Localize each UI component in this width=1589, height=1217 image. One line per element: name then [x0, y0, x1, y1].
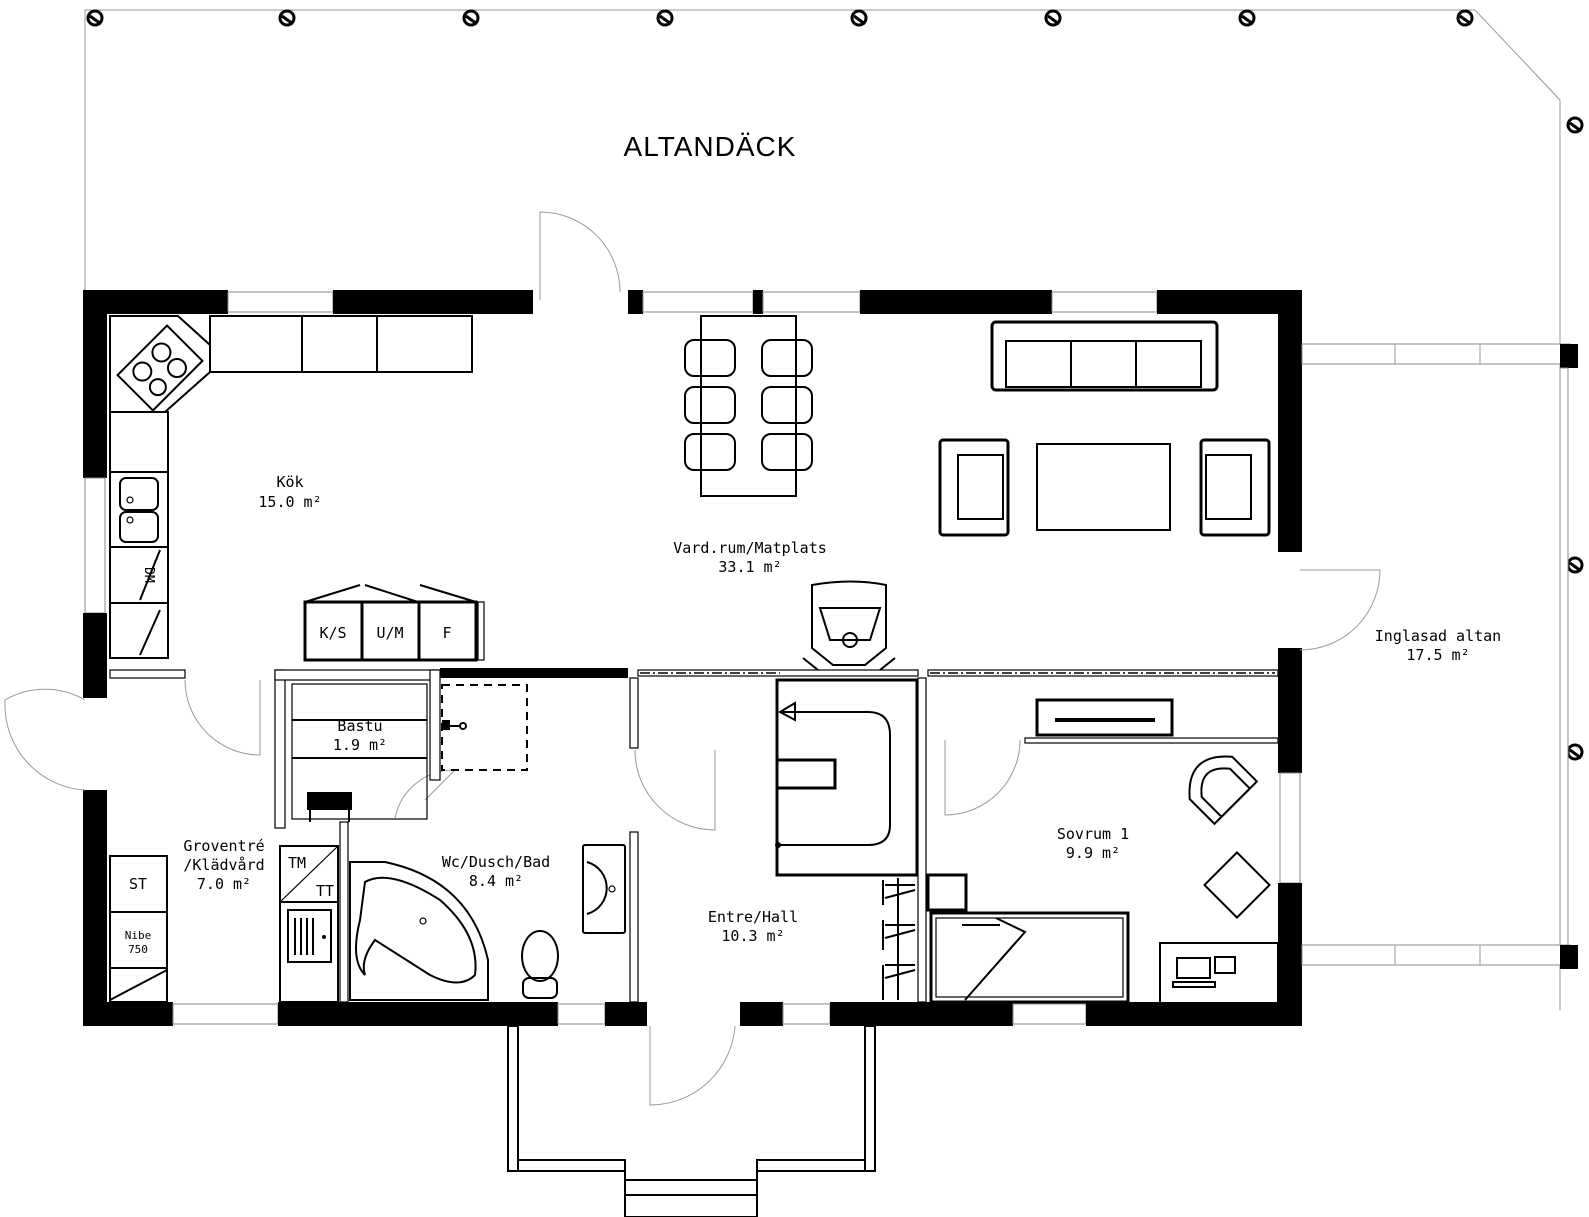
room-area-vardrum: 33.1 m² [718, 558, 781, 576]
room-name-entre: Entre/Hall [708, 908, 798, 926]
dresser-icon [1035, 698, 1174, 737]
room-area-kok: 15.0 m² [258, 493, 321, 511]
kitchen-fixtures: DM K/S U/M F [109, 315, 485, 662]
wardrobe-icon [882, 878, 916, 1000]
room-name2-groventre: /Klädvård [183, 856, 264, 874]
post-icon [1238, 9, 1256, 27]
room-name-altan: Inglasad altan [1375, 627, 1501, 645]
stairs-icon [775, 678, 919, 877]
post-icon [462, 9, 480, 27]
bathroom-fixtures [349, 844, 626, 1001]
drying-cabinet-icon [287, 909, 332, 963]
room-area-groventre: 7.0 m² [197, 875, 251, 893]
ks-label: K/S [319, 624, 346, 642]
dining-table [684, 315, 813, 497]
tt-label: TT [316, 882, 334, 900]
deck-label: ALTANDÄCK [624, 131, 797, 162]
room-name-wc: Wc/Dusch/Bad [442, 853, 550, 871]
room-name-groventre: Groventré [183, 837, 264, 855]
room-area-altan: 17.5 m² [1406, 646, 1469, 664]
room-name-bastu: Bastu [337, 717, 382, 735]
stove-icon [116, 324, 204, 412]
exterior-walls [83, 290, 1302, 1026]
room-area-entre: 10.3 m² [721, 927, 784, 945]
chair-icon [684, 339, 736, 377]
chair-icon [761, 386, 813, 424]
front-porch [507, 1025, 876, 1217]
nightstand-icon [926, 873, 968, 912]
nibe-label: Nibe [125, 929, 152, 942]
sink-icon [582, 844, 626, 934]
f-label: F [442, 624, 451, 642]
coffee-table-icon [1036, 443, 1171, 531]
chair-icon [684, 386, 736, 424]
post-icon [1566, 743, 1584, 761]
room-area-sovrum: 9.9 m² [1066, 844, 1120, 862]
post-icon [1566, 116, 1584, 134]
bed-icon [929, 911, 1130, 1004]
room-area-wc: 8.4 m² [469, 872, 523, 890]
chair-icon [761, 433, 813, 471]
post-icon [278, 9, 296, 27]
room-name-sovrum: Sovrum 1 [1057, 825, 1129, 843]
nibe-model-label: 750 [128, 943, 148, 956]
fireplace-icon [802, 580, 896, 671]
room-name-vardrum: Vard.rum/Matplats [673, 539, 827, 557]
armchair-icon [1199, 438, 1271, 537]
sink-icon [119, 477, 159, 543]
room-name-kok: Kök [276, 473, 303, 491]
shower-tap-icon [442, 720, 467, 730]
groventre-fixtures: ST Nibe 750 TM TT [109, 845, 339, 1003]
post-icon [1456, 9, 1474, 27]
armchair-icon [938, 438, 1010, 537]
post-icon [1566, 556, 1584, 574]
sauna-heater-icon [307, 792, 352, 822]
interior-walls [109, 668, 1279, 1003]
st-label: ST [129, 875, 147, 893]
living-furniture [938, 320, 1271, 537]
bathtub-icon [349, 861, 489, 1001]
tm-label: TM [288, 854, 306, 872]
chair-icon [684, 433, 736, 471]
desk-chair-icon [1203, 851, 1271, 919]
room-labels: Kök 15.0 m² Vard.rum/Matplats 33.1 m² Ba… [183, 473, 1501, 945]
desk-icon [1159, 942, 1279, 1004]
post-icon [850, 9, 868, 27]
deck-posts [86, 9, 1584, 761]
armchair-icon [1188, 755, 1259, 826]
toilet-icon [521, 930, 559, 999]
doors [4, 211, 1381, 1106]
sofa-icon [990, 320, 1219, 392]
room-area-bastu: 1.9 m² [333, 736, 387, 754]
post-icon [656, 9, 674, 27]
glazed-altan [1301, 343, 1578, 969]
chair-icon [761, 339, 813, 377]
sauna-fixtures [291, 683, 528, 822]
bedroom-furniture [926, 698, 1279, 1004]
um-label: U/M [376, 624, 403, 642]
post-icon [86, 9, 104, 27]
dishwasher-label: DM [141, 567, 156, 583]
post-icon [1044, 9, 1062, 27]
